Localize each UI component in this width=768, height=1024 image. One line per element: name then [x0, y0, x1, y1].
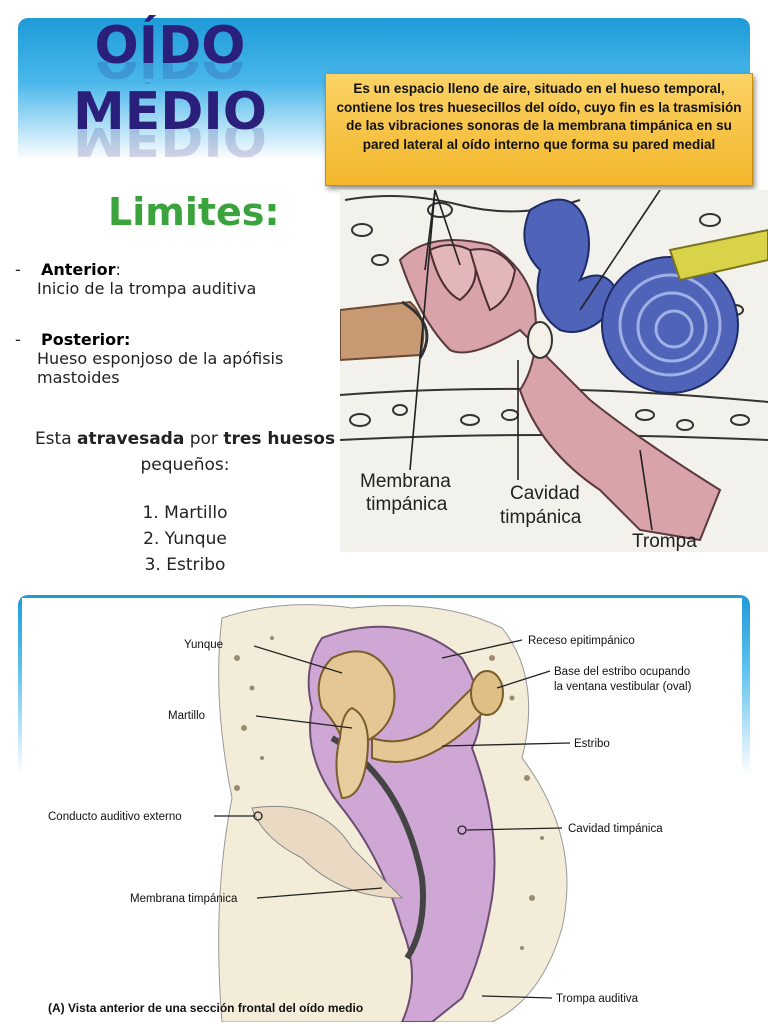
list-item-martillo: 1. Martillo: [142, 503, 228, 523]
inner-ear: [523, 198, 739, 394]
nerve: [668, 228, 768, 282]
tympanic-membrane: [401, 300, 429, 359]
page-title-line2: MEDIO: [73, 82, 267, 142]
list-item-estribo: 3. Estribo: [144, 555, 226, 575]
ossicle-incus: [468, 248, 517, 312]
dash-anterior: -: [15, 260, 21, 279]
limite-posterior: - Posterior: Hueso esponjoso de la apófis…: [15, 330, 283, 387]
label-membrana: Membrana timpánica: [130, 893, 238, 905]
list-item-yunque: 2. Yunque: [143, 529, 227, 549]
label-base-2: la ventana vestibular (oval): [554, 681, 692, 693]
definition-callout: Es un espacio lleno de aire, situado en …: [325, 73, 753, 186]
frontal-section-illustration: Yunque Martillo Conducto auditivo extern…: [22, 598, 742, 1022]
label-martillo: Martillo: [168, 710, 205, 722]
cochlea-spiral: [618, 273, 722, 377]
label-conducto: Conducto auditivo externo: [48, 811, 182, 823]
label-trompa: Trompa auditiva: [556, 993, 639, 1005]
label-cavidad: Cavidad timpánica: [568, 823, 663, 835]
label-estribo: Estribo: [574, 738, 610, 750]
anterior-desc: Inicio de la trompa auditiva: [37, 279, 257, 298]
anterior-sep: :: [115, 260, 121, 279]
label-base-1: Base del estribo ocupando: [554, 666, 690, 678]
bone-dots: [234, 636, 544, 950]
ossicle-stapes: [527, 321, 553, 359]
ossicle-malleus: [335, 706, 369, 800]
anterior-label: Anterior: [41, 260, 116, 279]
page-title-line1: OÍDO: [94, 16, 246, 76]
ossicle-malleus: [428, 244, 477, 302]
stapes-base: [470, 670, 504, 716]
label-cavidad-1: Cavidad: [510, 483, 580, 504]
huesos-list: 1. Martillo 2. Yunque 3. Estribo: [20, 500, 350, 578]
middle-ear-illustration: Membrana timpánica Cavidad timpánica Tro…: [340, 190, 768, 552]
huesos-bold2: tres huesos: [223, 429, 336, 449]
posterior-label: Posterior:: [41, 330, 131, 349]
limites-heading: Limites:: [108, 190, 280, 234]
label-cavidad-2: timpánica: [500, 507, 582, 528]
pointer-lines: [409, 190, 661, 531]
huesos-line2: pequeños:: [140, 455, 230, 475]
title-reflection-1: OÍDO: [70, 62, 270, 84]
ear-canal: [340, 300, 425, 362]
huesos-pre: Esta: [34, 429, 78, 449]
label-membrana-1: Membrana: [360, 471, 451, 492]
posterior-desc-1: Hueso esponjoso de la apófisis: [37, 349, 284, 368]
pointer-lines: [214, 639, 571, 999]
figure-caption: (A) Vista anterior de una sección fronta…: [48, 1001, 363, 1015]
limite-anterior: - Anterior: Inicio de la trompa auditiva: [15, 260, 256, 298]
posterior-desc-2: mastoides: [37, 368, 120, 387]
huesos-bold1: atravesada: [77, 429, 185, 449]
label-receso: Receso epitimpánico: [528, 635, 635, 647]
label-membrana-2: timpánica: [366, 494, 448, 515]
label-yunque: Yunque: [184, 639, 223, 651]
huesos-mid: por: [184, 429, 224, 449]
external-canal: [251, 805, 404, 899]
label-trompa: Trompa: [632, 531, 697, 552]
tympanic-cavity: [398, 239, 722, 542]
dash-posterior: -: [15, 330, 21, 349]
title-reflection-2: MEDIO: [73, 128, 267, 162]
huesos-intro: Esta atravesada por tres huesos pequeños…: [20, 426, 350, 478]
